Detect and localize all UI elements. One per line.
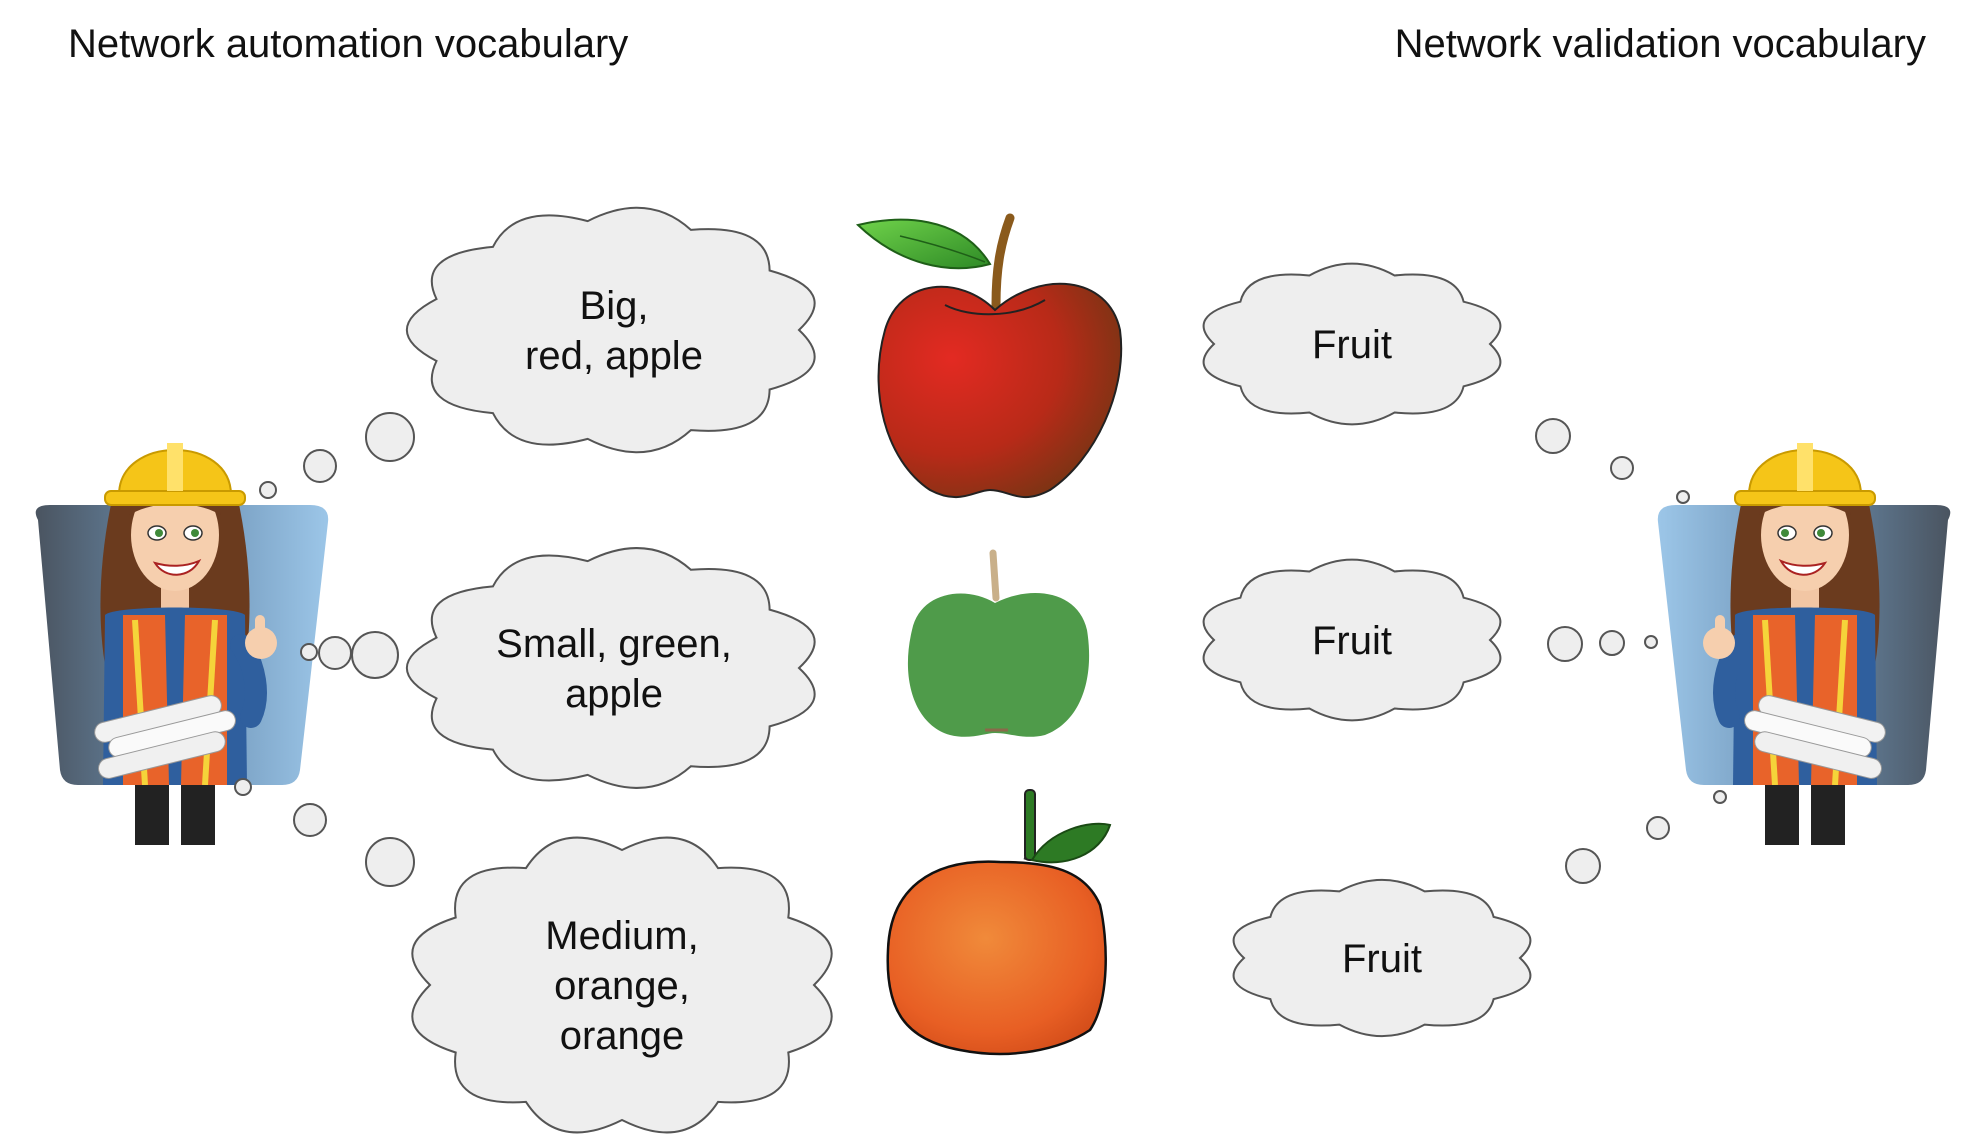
right-thought-trails	[1535, 418, 1727, 884]
cloud-shape	[411, 836, 833, 1134]
cloud-shape	[1232, 878, 1532, 1038]
cloud-shape	[1202, 558, 1502, 722]
green-apple-icon	[907, 549, 1090, 737]
cloud-text-line: red, apple	[525, 334, 703, 378]
right-thought-cloud: Fruit	[1202, 262, 1502, 426]
cloud-shape	[406, 547, 816, 789]
cloud-text-line: orange,	[554, 964, 690, 1008]
right-thought-cloud: Fruit	[1202, 558, 1502, 722]
left-thought-trails	[234, 412, 415, 887]
cloud-text-line: Small, green,	[496, 622, 732, 666]
cloud-text-line: Fruit	[1342, 937, 1422, 981]
title-network-automation: Network automation vocabulary	[68, 22, 629, 66]
right-thought-cloud: Fruit	[1232, 878, 1532, 1038]
cloud-text-line: orange	[560, 1014, 685, 1058]
left-thought-cloud: Big, red, apple	[406, 206, 816, 454]
title-network-validation: Network validation vocabulary	[1394, 22, 1926, 66]
orange-icon	[886, 789, 1112, 1056]
cloud-text-line: Medium,	[545, 914, 698, 958]
right-engineer-character	[1657, 443, 1951, 845]
cloud-shape	[406, 206, 816, 454]
left-thought-cloud: Small, green, apple	[406, 547, 816, 789]
cloud-text-line: Big,	[580, 284, 649, 328]
cloud-text-line: Fruit	[1312, 323, 1392, 367]
left-thought-cloud: Medium, orange, orange	[411, 836, 833, 1134]
left-engineer-character	[35, 443, 329, 845]
cloud-text-line: apple	[565, 672, 663, 716]
cloud-text-line: Fruit	[1312, 619, 1392, 663]
cloud-shape	[1202, 262, 1502, 426]
red-apple-icon	[855, 213, 1123, 499]
